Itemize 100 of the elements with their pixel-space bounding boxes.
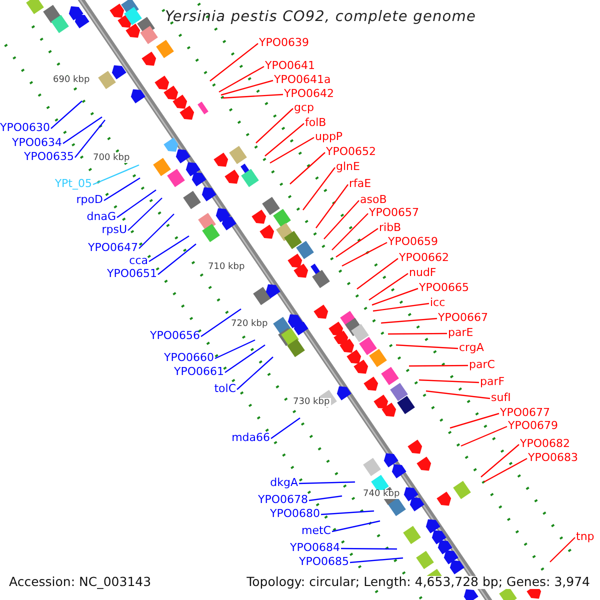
gene-label: YPO0652 — [326, 146, 376, 157]
leader-line — [342, 242, 388, 267]
gene-label: folB — [305, 117, 326, 128]
leader-line — [264, 123, 304, 156]
gene-label: nudF — [409, 267, 436, 278]
leader-line — [302, 167, 336, 210]
gene-label: YPO0677 — [500, 407, 550, 418]
gene-label: YPO0641a — [274, 74, 331, 85]
leader-line — [62, 116, 102, 144]
leader-line — [270, 136, 314, 164]
leader-line — [214, 339, 256, 360]
leader-line — [220, 80, 274, 96]
gene-label: YPO0634 — [12, 137, 62, 148]
gene-label: crgA — [459, 342, 484, 353]
leader-line — [396, 344, 458, 350]
gene-label: YPO0682 — [520, 438, 570, 449]
leader-line — [158, 244, 196, 275]
gene-label: metC — [302, 525, 331, 536]
leader-line — [409, 364, 468, 367]
leader-line — [222, 94, 284, 99]
scale-label: 690 kbp — [52, 76, 91, 85]
leader-line — [484, 458, 528, 483]
leader-line — [92, 164, 140, 186]
gene-label: YPt_05 — [54, 178, 92, 189]
leader-line — [336, 228, 378, 258]
leader-line — [128, 198, 162, 231]
leader-line — [210, 43, 258, 82]
leader-line — [356, 258, 398, 290]
gene-label: YPO0661 — [174, 366, 224, 377]
leader-line — [104, 178, 140, 201]
gene-label: YPO0639 — [259, 37, 310, 48]
scale-label: 710 kbp — [207, 263, 246, 272]
scale-label: 700 kbp — [92, 154, 131, 163]
footer-text: Topology: circular; Length: 4,653,728 bp; Genes: 3,974 — [246, 576, 590, 588]
scale-label: 740 kbp — [362, 490, 401, 499]
leader-line — [74, 120, 106, 158]
leader-line — [116, 190, 156, 218]
gene-label: gcp — [294, 102, 314, 113]
leader-line — [350, 557, 404, 564]
gene-label: icc — [430, 297, 446, 308]
gene-label: ribB — [379, 222, 402, 233]
gene-label: YPO0660 — [164, 352, 214, 363]
leader-line — [316, 184, 348, 228]
footer-text: Accession: NC_003143 — [9, 576, 152, 588]
leader-line — [290, 152, 326, 184]
leader-line — [418, 379, 480, 384]
gene-label: YPO0665 — [419, 282, 470, 293]
gene-label: YPO0683 — [528, 452, 578, 463]
gene-label: YPO0659 — [388, 236, 438, 247]
gene-label: YPO0679 — [508, 420, 558, 431]
scale-label: 730 kbp — [292, 398, 331, 407]
scale-label: 720 kbp — [230, 320, 269, 329]
gene-label: YPO0647 — [88, 242, 138, 253]
leader-line — [480, 444, 520, 478]
leader-line — [368, 273, 408, 300]
leader-line — [332, 213, 368, 250]
leader-line — [50, 100, 82, 129]
gene-label: YPO0680 — [270, 508, 320, 519]
gene-label: YPO0667 — [438, 312, 488, 323]
gene-label: dnaG — [86, 211, 116, 222]
gene-label: YPO0641 — [265, 60, 316, 71]
leader-line — [256, 108, 294, 144]
gene-label: tolC — [214, 383, 236, 394]
gene-label: glnE — [336, 161, 360, 172]
leader-line — [236, 356, 274, 390]
leader-line — [138, 214, 174, 249]
gene-label: rpoD — [76, 194, 103, 205]
leader-line — [380, 318, 438, 324]
gene-label: YPO0662 — [399, 252, 450, 263]
leader-line — [270, 418, 300, 439]
leader-line — [200, 308, 242, 337]
leader-line — [308, 495, 342, 502]
gene-label: parC — [469, 359, 495, 370]
leader-line — [460, 426, 508, 447]
leader-line — [298, 481, 356, 484]
leader-line — [388, 332, 447, 335]
gene-label: parF — [480, 376, 505, 387]
gene-label: YPO0656 — [150, 330, 200, 341]
gene-label: YPO0678 — [258, 494, 308, 505]
gene-label: parE — [448, 327, 474, 338]
gene-label: cca — [129, 255, 148, 266]
gene-label: dkgA — [270, 477, 298, 488]
gene-label: YPO0642 — [284, 88, 334, 99]
title: Yersinia pestis CO92, complete genome — [165, 10, 476, 24]
gene-label: YPO0635 — [24, 151, 74, 162]
gene-label: YPO0685 — [298, 556, 349, 567]
leader-line — [332, 520, 380, 532]
leader-line — [224, 344, 266, 373]
leader-line — [341, 548, 397, 550]
leader-line — [372, 302, 430, 312]
gene-label: tnp — [576, 531, 594, 542]
gene-label: uppP — [315, 131, 343, 142]
gene-label: YPO0684 — [290, 542, 340, 553]
leader-line — [218, 66, 264, 93]
leader-line — [324, 200, 360, 240]
leader-line — [426, 390, 490, 400]
gene-label: rfaE — [349, 178, 372, 189]
leader-line — [450, 412, 500, 429]
gene-label: rpsU — [102, 224, 127, 235]
leader-line — [320, 510, 374, 516]
